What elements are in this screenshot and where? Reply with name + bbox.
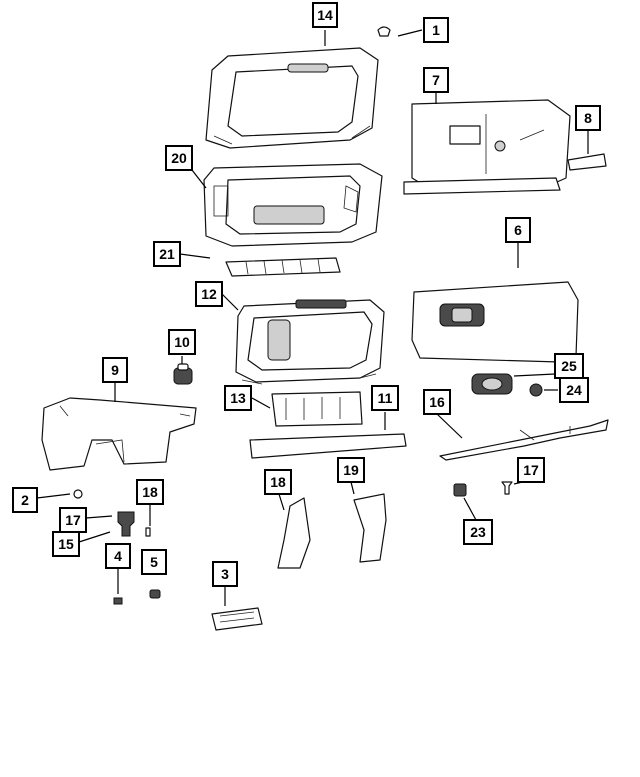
- part-10-switch: [173, 363, 193, 385]
- callout-23-label: 23: [470, 524, 486, 540]
- callout-7-label: 7: [432, 72, 440, 88]
- part-9-knee-panel: [41, 397, 197, 471]
- callout-14-label: 14: [317, 7, 333, 23]
- callout-20: 20: [165, 145, 193, 171]
- callout-17-left-label: 17: [65, 512, 81, 528]
- callout-15-label: 15: [58, 536, 74, 552]
- part-23-retainer: [453, 483, 467, 497]
- callout-16-label: 16: [429, 394, 445, 410]
- callout-19-label: 19: [343, 462, 359, 478]
- callout-18-small-label: 18: [142, 484, 158, 500]
- part-20-cluster-housing: [203, 163, 383, 247]
- part-21-vent-strip: [225, 257, 341, 277]
- part-2-clip: [73, 489, 83, 499]
- callout-7: 7: [423, 67, 449, 93]
- callout-3: 3: [212, 561, 238, 587]
- part-4-push-pin: [113, 597, 123, 605]
- callout-3-label: 3: [221, 566, 229, 582]
- part-18-screw: [145, 527, 151, 537]
- callout-24: 24: [559, 377, 589, 403]
- callout-13: 13: [224, 385, 252, 411]
- callout-21: 21: [153, 241, 181, 267]
- callout-10: 10: [168, 329, 196, 355]
- part-15-fastener: [117, 511, 135, 537]
- callout-11-label: 11: [378, 390, 393, 406]
- callout-12: 12: [195, 281, 223, 307]
- callout-9: 9: [102, 357, 128, 383]
- callout-18-label: 18: [270, 474, 286, 490]
- callout-9-label: 9: [111, 362, 119, 378]
- callout-4: 4: [105, 543, 131, 569]
- callout-17-right: 17: [517, 457, 545, 483]
- part-25-handle: [471, 373, 513, 395]
- part-7-glovebox-bin: [403, 99, 571, 195]
- callout-5: 5: [141, 549, 167, 575]
- callout-23: 23: [463, 519, 493, 545]
- callout-6: 6: [505, 217, 531, 243]
- part-19-right-trim: [353, 493, 387, 563]
- callout-14: 14: [312, 2, 338, 28]
- part-1-clip: [377, 26, 391, 37]
- callout-17-right-label: 17: [523, 462, 539, 478]
- callout-2-label: 2: [21, 492, 29, 508]
- callout-18: 18: [264, 469, 292, 495]
- leader-lines: [36, 29, 589, 606]
- callout-16: 16: [423, 389, 451, 415]
- part-14-upper-bezel: [205, 47, 379, 149]
- part-3-module: [211, 607, 263, 631]
- callout-8: 8: [575, 105, 601, 131]
- part-13-vent-bezel: [271, 391, 363, 427]
- callout-11: 11: [371, 385, 399, 411]
- callout-18-small: 18: [136, 479, 164, 505]
- callout-20-label: 20: [171, 150, 187, 166]
- part-17-screw-right: [501, 481, 513, 495]
- part-18-left-trim: [277, 497, 311, 569]
- callout-24-label: 24: [566, 382, 582, 398]
- callout-17-left: 17: [59, 507, 87, 533]
- part-12-lower-panel: [235, 299, 385, 385]
- callout-25: 25: [554, 353, 584, 379]
- callout-10-label: 10: [174, 334, 190, 350]
- callout-4-label: 4: [114, 548, 122, 564]
- callout-12-label: 12: [201, 286, 217, 302]
- part-5-clip: [149, 589, 161, 599]
- callout-19: 19: [337, 457, 365, 483]
- callout-1: 1: [423, 17, 449, 43]
- part-16-bracket: [439, 419, 609, 461]
- callout-2: 2: [12, 487, 38, 513]
- callout-8-label: 8: [584, 110, 592, 126]
- part-6-glovebox-door: [411, 281, 579, 363]
- callout-15: 15: [52, 531, 80, 557]
- callout-25-label: 25: [561, 358, 577, 374]
- callout-6-label: 6: [514, 222, 522, 238]
- callout-1-label: 1: [432, 22, 440, 38]
- callout-21-label: 21: [159, 246, 175, 262]
- part-24-bumper: [529, 383, 543, 397]
- part-11-trim-strip: [249, 433, 407, 459]
- callout-13-label: 13: [230, 390, 246, 406]
- part-8-latch: [567, 153, 607, 171]
- callout-5-label: 5: [150, 554, 158, 570]
